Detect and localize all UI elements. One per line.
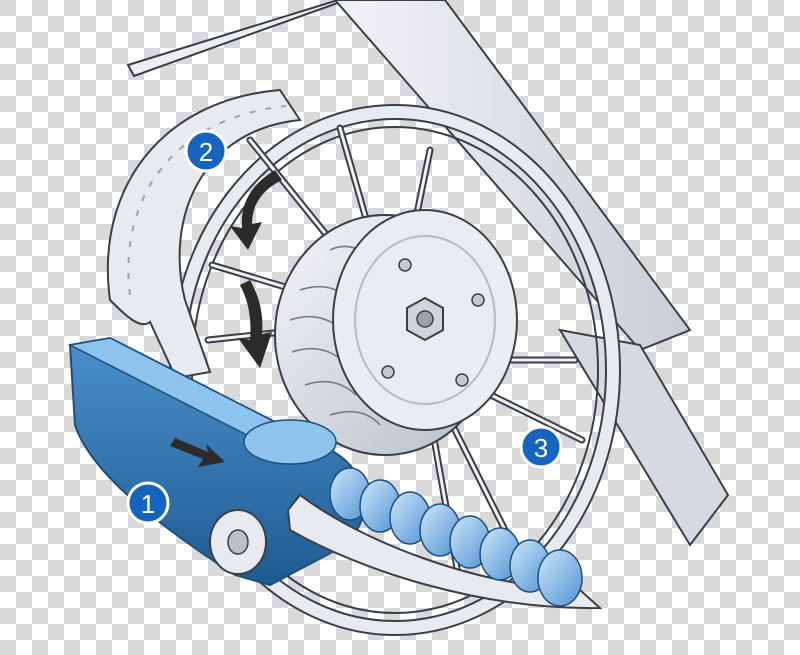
step-badge-1: 1 bbox=[126, 481, 170, 525]
curved-arrow-icon bbox=[230, 170, 282, 250]
step-badge-2: 2 bbox=[184, 129, 228, 173]
bolt-nut-icon bbox=[381, 365, 395, 379]
direction-arrow-icon bbox=[170, 438, 225, 467]
mudguard bbox=[106, 88, 302, 380]
step-badge-3: 3 bbox=[519, 425, 563, 469]
curved-arrow-icon bbox=[238, 280, 272, 368]
bolt-nut-icon bbox=[455, 373, 469, 387]
brake-pads bbox=[329, 467, 583, 607]
step-badge-label: 1 bbox=[141, 489, 155, 519]
drive-pulley bbox=[209, 509, 267, 575]
step-badge-label: 3 bbox=[534, 433, 548, 463]
step-badge-icon bbox=[184, 129, 228, 173]
step-badge-icon bbox=[126, 481, 170, 525]
bolt-nut-icon bbox=[398, 258, 412, 272]
step-badge-icon bbox=[519, 425, 563, 469]
frame-tube-thin bbox=[126, 0, 347, 78]
bolt-nut-icon bbox=[471, 293, 485, 307]
mudguard-groove bbox=[127, 105, 287, 296]
belt-slot bbox=[243, 419, 337, 465]
step-badge-label: 2 bbox=[199, 137, 213, 167]
hub bbox=[274, 209, 518, 456]
